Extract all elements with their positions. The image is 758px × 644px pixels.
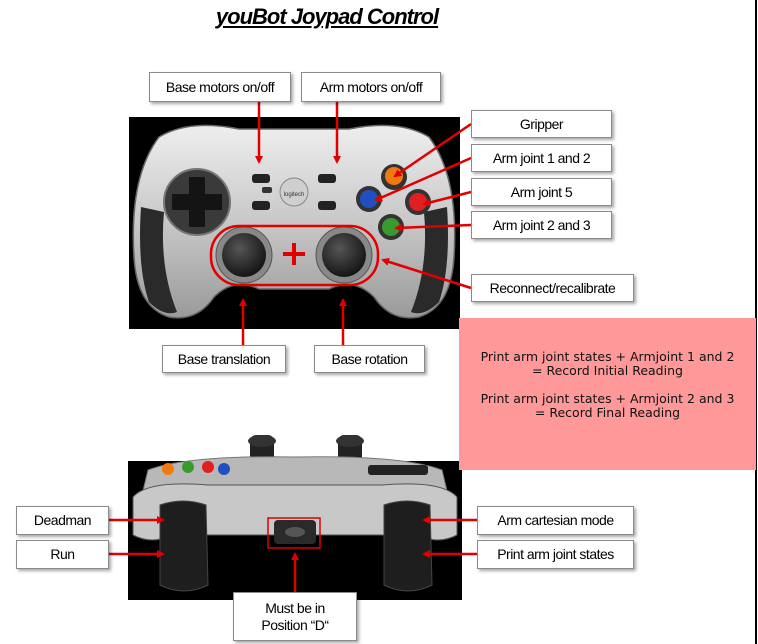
label-must-be-line-2: Position “D“ xyxy=(261,616,329,633)
arrow-arm-joint-2-3 xyxy=(394,223,472,232)
arrow-reconnect xyxy=(381,258,472,290)
label-reconnect: Reconnect/recalibrate xyxy=(471,274,634,302)
page-border xyxy=(755,0,757,644)
note-line-2: = Record Initial Reading xyxy=(532,363,683,378)
label-run: Run xyxy=(16,540,109,569)
record-reading-note: Print arm joint states + Armjoint 1 and … xyxy=(459,318,756,470)
joypad-back-photo xyxy=(128,435,462,600)
label-arm-joint-5: Arm joint 5 xyxy=(471,178,612,206)
plus-sign-horizontal xyxy=(283,252,305,256)
label-base-rotation: Base rotation xyxy=(314,345,425,373)
brand-logo-text: logitech xyxy=(284,192,305,198)
label-must-be-in-position: Must be in Position “D“ xyxy=(233,592,357,641)
label-base-motors: Base motors on/off xyxy=(149,72,291,102)
label-arm-joint-2-3: Arm joint 2 and 3 xyxy=(471,211,612,239)
mode-switch-highlight xyxy=(267,517,321,549)
note-line-3: Print arm joint states + Armjoint 2 and … xyxy=(480,391,735,406)
sticks-highlight xyxy=(209,224,380,287)
label-print-states: Print arm joint states xyxy=(477,540,634,569)
arrow-gripper xyxy=(393,122,472,178)
joypad-front-photo: logitech xyxy=(129,117,460,329)
label-arm-motors: Arm motors on/off xyxy=(301,72,441,102)
arrow-arm-joint-5 xyxy=(422,190,472,207)
label-gripper: Gripper xyxy=(471,110,612,138)
label-arm-cartesian: Arm cartesian mode xyxy=(477,506,634,535)
label-arm-joint-1-2: Arm joint 1 and 2 xyxy=(471,144,612,172)
arrow-arm-joint-1-2 xyxy=(374,156,472,202)
label-must-be-line-1: Must be in xyxy=(265,599,325,616)
label-base-translation: Base translation xyxy=(162,345,286,373)
note-line-4: = Record Final Reading xyxy=(534,405,681,420)
page-title: youBot Joypad Control xyxy=(215,4,439,29)
note-line-1: Print arm joint states + Armjoint 1 and … xyxy=(480,349,735,364)
label-deadman: Deadman xyxy=(16,506,109,535)
